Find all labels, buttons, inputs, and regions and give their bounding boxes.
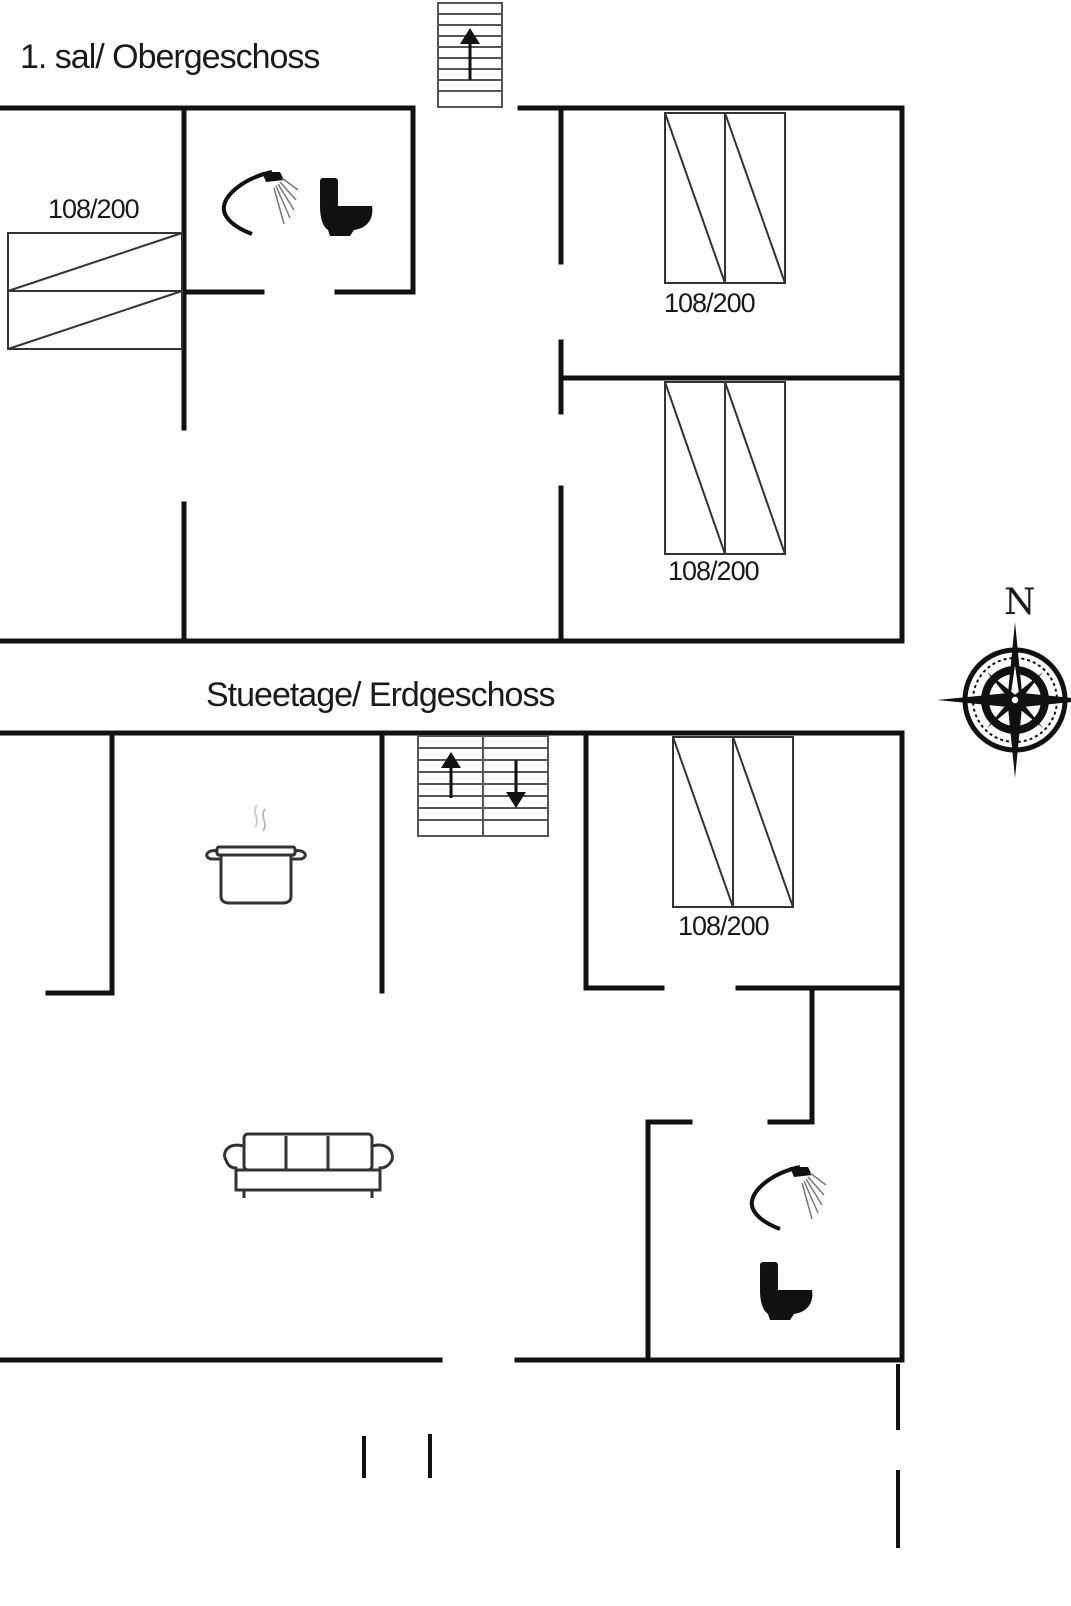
stairs-icon: [437, 2, 503, 108]
bed-size-label: 108/200: [48, 194, 139, 224]
bed-size-label: 108/200: [668, 556, 759, 586]
bed: [7, 232, 183, 350]
terrace-marks: [362, 1364, 900, 1548]
bed: [672, 736, 794, 908]
bed-size-label: 108/200: [664, 288, 755, 318]
sofa-icon: [223, 1132, 394, 1198]
cooking-pot-icon: [205, 804, 307, 905]
upper-floor-walls: [0, 105, 905, 644]
upper-floor-title: 1. sal/ Obergeschoss: [20, 38, 319, 76]
ground-floor-title: Stueetage/ Erdgeschoss: [206, 676, 554, 714]
shower-icon: [221, 170, 299, 236]
toilet-icon: [320, 178, 373, 236]
bed: [664, 112, 786, 284]
compass-rose-icon: [937, 622, 1071, 778]
compass-north-label: N: [1004, 582, 1036, 623]
stairs-icon: [417, 735, 549, 837]
ground-floor-walls: [0, 730, 905, 1363]
bed-size-label: 108/200: [678, 911, 769, 941]
toilet-icon: [760, 1262, 813, 1320]
bed: [664, 381, 786, 555]
shower-icon: [749, 1165, 827, 1231]
